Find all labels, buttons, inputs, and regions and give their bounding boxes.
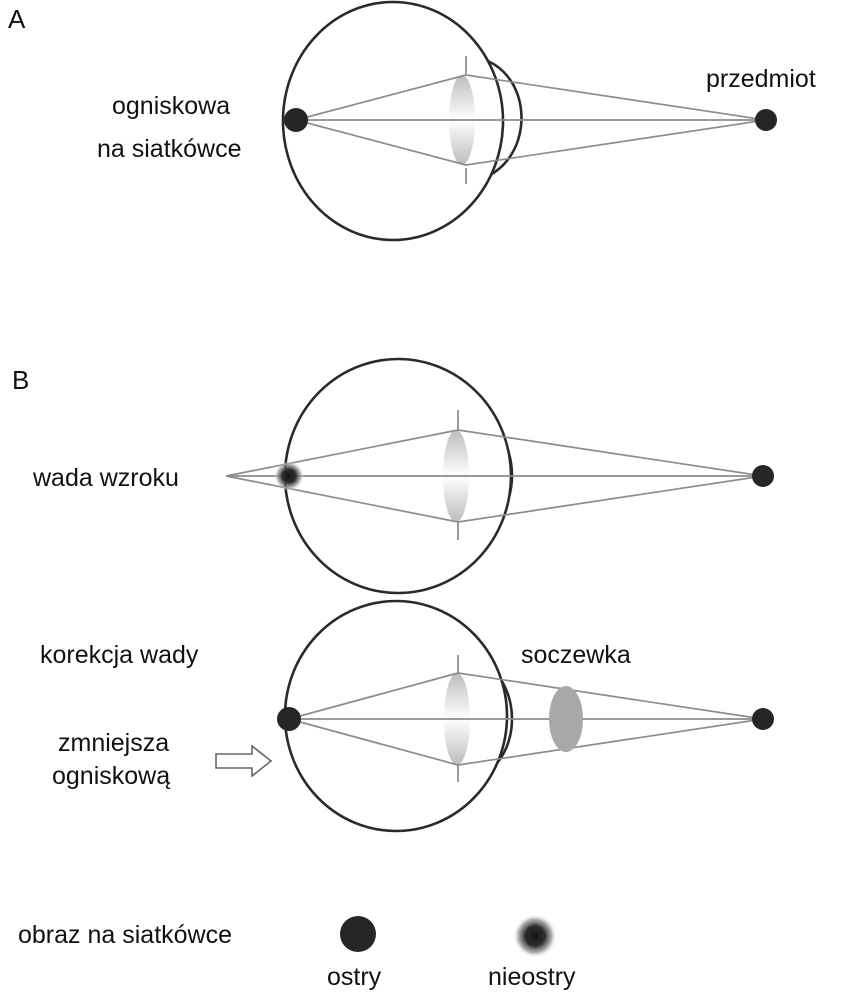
focus-point-a: [284, 108, 308, 132]
ray-defect-bottom: [225, 475, 459, 523]
focus-point-corrected: [277, 707, 301, 731]
ray-defect-top: [225, 429, 459, 477]
legend-blurred-dot: [513, 914, 557, 958]
object-point-a: [755, 109, 777, 131]
object-point-corrected: [752, 708, 774, 730]
ray-a-bottom: [295, 119, 467, 166]
legend-sharp-dot: [340, 916, 376, 952]
eye-defect: [225, 357, 774, 595]
arrow-right-icon: [215, 744, 273, 778]
focus-label-line2: na siatkówce: [97, 135, 242, 163]
ray-corrected-bottom: [288, 718, 459, 766]
ray-corrected-top: [288, 672, 459, 720]
lens-label: soczewka: [521, 641, 631, 669]
eyeball-corrected: [283, 599, 509, 833]
object-point-defect: [752, 465, 774, 487]
panel-a-letter: A: [8, 4, 26, 34]
panel-b-letter: B: [12, 365, 29, 395]
eye-corrected: [277, 599, 774, 833]
eye-a: [281, 0, 777, 242]
legend-title: obraz na siatkówce: [18, 921, 232, 949]
legend-blurred-label: nieostry: [488, 963, 576, 991]
blurred-image-point: [274, 461, 304, 491]
focus-label-line1: ogniskowa: [112, 92, 230, 120]
corrective-lens: [549, 686, 583, 752]
defect-label: wada wzroku: [32, 464, 179, 492]
legend-sharp-label: ostry: [327, 963, 382, 991]
correction-label: korekcja wady: [40, 641, 199, 669]
object-label: przedmiot: [706, 65, 816, 93]
shortens-line1: zmniejsza: [58, 729, 169, 757]
shortens-line2: ogniskową: [52, 762, 170, 790]
ray-a-top: [295, 74, 467, 121]
eyeball-a: [281, 0, 505, 242]
